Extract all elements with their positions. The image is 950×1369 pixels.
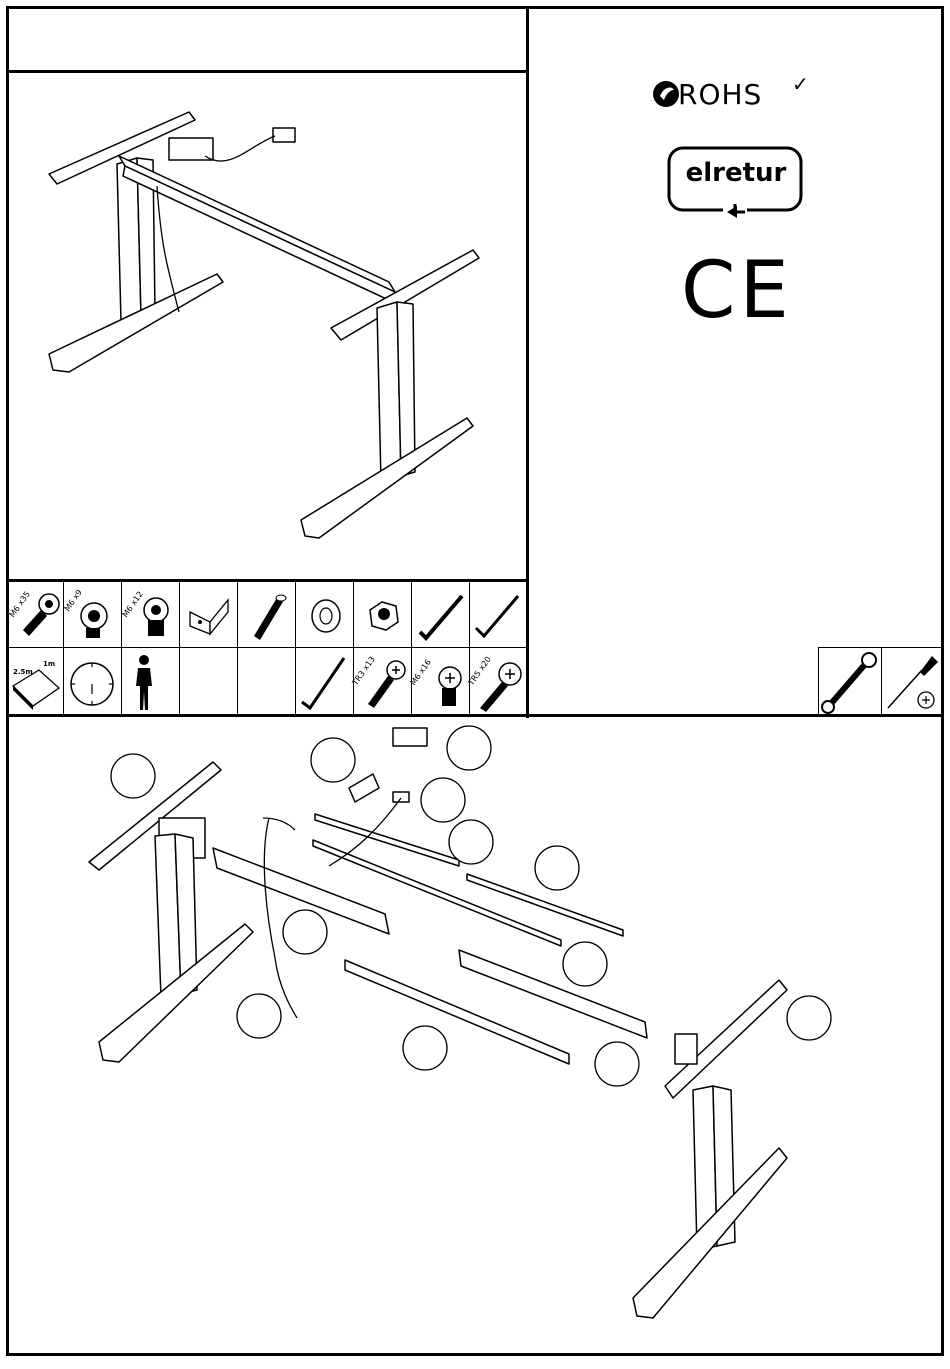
callout-circle xyxy=(447,726,491,770)
screw-icon xyxy=(354,648,411,715)
callout-circle xyxy=(449,820,493,864)
wrench-icon xyxy=(819,648,881,716)
floor-space-icon xyxy=(9,648,63,715)
hardware-cell-tr3x13: TR3 x13 xyxy=(354,648,411,715)
hardware-cell-hex-key-large xyxy=(412,582,469,647)
clock-icon xyxy=(64,648,121,715)
callout-circle xyxy=(787,996,831,1040)
hardware-cell-tape xyxy=(296,582,353,647)
hardware-cell-dowel xyxy=(238,582,295,647)
bracket-icon xyxy=(180,582,237,647)
hex-key-icon xyxy=(470,582,526,647)
tools-box xyxy=(818,647,944,717)
column-divider xyxy=(526,6,529,718)
callout-circle xyxy=(535,846,579,890)
hex-key-icon xyxy=(412,582,469,647)
rohs-label: ROHS xyxy=(678,78,762,111)
ce-mark: CE xyxy=(681,246,793,336)
bolt-icon xyxy=(64,582,121,647)
hex-key-icon xyxy=(296,648,353,715)
person-icon xyxy=(122,648,179,715)
screw-icon xyxy=(412,648,469,715)
callout-circle xyxy=(311,738,355,782)
threaded-insert-icon xyxy=(238,582,295,647)
callout-circle xyxy=(283,910,327,954)
hardware-cell-tr5x20: TR5 x20 xyxy=(470,648,526,715)
nut-icon xyxy=(354,582,411,647)
hardware-cell-m6x35: M6 x35 xyxy=(9,582,63,647)
hardware-cell-bracket xyxy=(180,582,237,647)
elretur-label: elretur xyxy=(672,158,800,188)
hardware-cell-m6x12: M6 x12 xyxy=(122,582,179,647)
assembled-desk-frame-illustration xyxy=(9,76,525,578)
callout-circle xyxy=(237,994,281,1038)
callout-circle xyxy=(421,778,465,822)
hardware-cell-empty-1 xyxy=(180,648,237,715)
rohs-check-icon: ✓ xyxy=(792,72,809,96)
callout-circle xyxy=(563,942,607,986)
hardware-cell-nut xyxy=(354,582,411,647)
hardware-cell-m6x16: M6 x16 xyxy=(412,648,469,715)
callout-circle xyxy=(403,1026,447,1070)
title-box xyxy=(6,6,529,73)
bolt-icon xyxy=(9,582,63,647)
hardware-cell-persons xyxy=(122,648,179,715)
hardware-cell-space-requirement: 2.5m 1m xyxy=(9,648,63,715)
screw-icon xyxy=(470,648,526,715)
tape-roll-icon xyxy=(296,582,353,647)
screwdriver-icon xyxy=(882,648,944,716)
hardware-cell-hex-key-small xyxy=(470,582,526,647)
hardware-cell-hex-key-long xyxy=(296,648,353,715)
hardware-cell-time xyxy=(64,648,121,715)
exploded-view-illustration xyxy=(9,718,941,1354)
callout-circle xyxy=(111,754,155,798)
bolt-icon xyxy=(122,582,179,647)
hardware-cell-m6x9: M6 x9 xyxy=(64,582,121,647)
callout-circle xyxy=(595,1042,639,1086)
tray-width-label: 1m xyxy=(43,660,55,668)
tray-length-label: 2.5m xyxy=(13,668,33,676)
hardware-cell-empty-2 xyxy=(238,648,295,715)
